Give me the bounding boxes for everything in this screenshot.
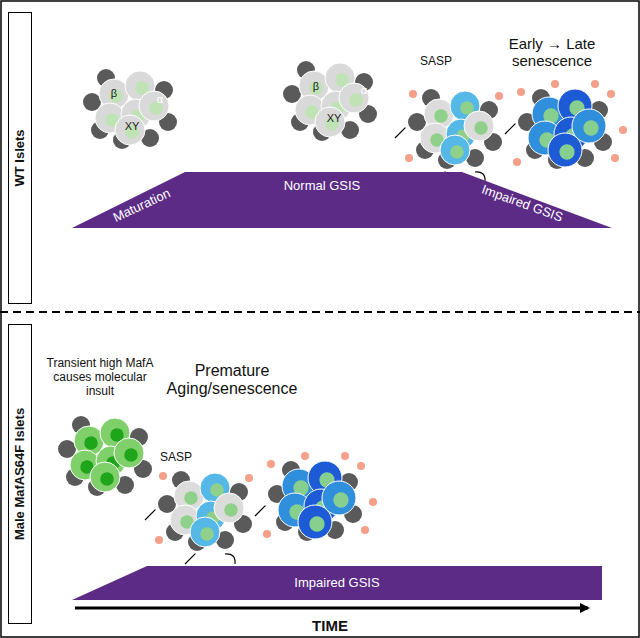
sasp-arrow bbox=[185, 554, 195, 564]
band-label: Normal GSIS bbox=[284, 179, 361, 194]
islet-cluster bbox=[513, 80, 627, 169]
cell-label: β bbox=[111, 87, 117, 100]
sasp-factor bbox=[513, 158, 521, 166]
cell-nucleus bbox=[434, 109, 448, 123]
beta-cell bbox=[114, 438, 144, 468]
cell-label: α bbox=[157, 93, 163, 106]
sasp-arrow bbox=[505, 124, 515, 134]
beta-cell bbox=[298, 505, 332, 539]
cell-nucleus bbox=[84, 436, 98, 450]
divider-line bbox=[0, 311, 640, 313]
timeline-band: MaturationNormal GSISImpaired GSIS bbox=[72, 168, 612, 228]
sasp-arrow bbox=[225, 554, 235, 564]
cell-nucleus bbox=[184, 491, 198, 505]
beta-cell bbox=[464, 111, 494, 141]
sasp-factor bbox=[405, 154, 413, 162]
islet-illustrations bbox=[58, 61, 627, 564]
islet-cluster bbox=[83, 69, 177, 149]
cell-nucleus bbox=[474, 121, 488, 135]
beta-cell bbox=[440, 135, 470, 165]
row-label-box: WT Islets bbox=[8, 12, 32, 304]
sasp-factor bbox=[357, 462, 365, 470]
sasp-factor bbox=[369, 498, 377, 506]
sasp-arrow bbox=[145, 510, 155, 520]
cell-nucleus bbox=[200, 527, 214, 541]
sasp-factor bbox=[155, 536, 163, 544]
sasp-factor bbox=[551, 80, 559, 88]
timeline-band: Impaired GSIS bbox=[72, 562, 602, 600]
sasp-factor bbox=[495, 92, 503, 100]
beta-cell bbox=[90, 462, 120, 492]
beta-cell bbox=[214, 493, 244, 523]
sasp-factor bbox=[611, 154, 619, 162]
islet-cluster bbox=[283, 61, 377, 141]
islet-cluster bbox=[395, 89, 515, 182]
beta-cell bbox=[190, 517, 220, 547]
sasp-arrow bbox=[395, 128, 405, 138]
stage-note: Premature Aging/senescence bbox=[162, 362, 302, 399]
cell-nucleus bbox=[559, 144, 574, 159]
band-fill bbox=[72, 172, 612, 228]
islet-cluster bbox=[263, 452, 377, 541]
sasp-factor bbox=[607, 90, 615, 98]
sasp-factor bbox=[263, 530, 271, 538]
time-arrow bbox=[75, 607, 588, 610]
sasp-factor bbox=[409, 90, 417, 98]
cell-label: β bbox=[313, 80, 319, 93]
sasp-factor bbox=[591, 80, 599, 88]
beta-cell bbox=[548, 133, 582, 167]
cell-nucleus bbox=[309, 516, 324, 531]
axis-label: TIME bbox=[312, 617, 348, 634]
row-label-box: Male MafAS64F Islets bbox=[8, 324, 32, 624]
beta-cell bbox=[115, 115, 145, 145]
row-label: Male MafAS64F Islets bbox=[13, 408, 28, 540]
band-fill bbox=[72, 566, 602, 600]
sasp-factor bbox=[267, 460, 275, 468]
islet-cluster bbox=[145, 471, 265, 564]
row-label: WT Islets bbox=[13, 129, 28, 186]
sasp-arrow bbox=[255, 506, 265, 516]
band-label: Impaired GSIS bbox=[294, 576, 379, 591]
sasp-factor bbox=[341, 452, 349, 460]
cell-nucleus bbox=[100, 472, 114, 486]
sasp-label: SASP bbox=[160, 451, 192, 465]
cell-nucleus bbox=[124, 448, 138, 462]
islet-cluster bbox=[58, 416, 152, 496]
stage-note: Transient high MafA causes molecular ins… bbox=[40, 357, 160, 398]
sasp-factor bbox=[159, 472, 167, 480]
cell-nucleus bbox=[224, 503, 238, 517]
beta-cell bbox=[339, 83, 369, 113]
cell-nucleus bbox=[333, 492, 348, 507]
sasp-factor bbox=[245, 474, 253, 482]
cell-label: XY bbox=[125, 120, 140, 133]
sasp-label: SASP bbox=[420, 55, 452, 69]
sasp-factor bbox=[301, 452, 309, 460]
stage-note: Early → Late senescence bbox=[492, 35, 612, 70]
cell-label: XY bbox=[327, 112, 342, 125]
sasp-factor bbox=[619, 126, 627, 134]
beta-cell bbox=[315, 107, 345, 137]
sasp-factor bbox=[517, 88, 525, 96]
sasp-factor bbox=[361, 526, 369, 534]
cell-nucleus bbox=[450, 145, 464, 159]
cell-nucleus bbox=[583, 120, 598, 135]
beta-cell bbox=[139, 91, 169, 121]
cell-nucleus bbox=[349, 93, 363, 107]
cell-label: α bbox=[361, 84, 367, 97]
